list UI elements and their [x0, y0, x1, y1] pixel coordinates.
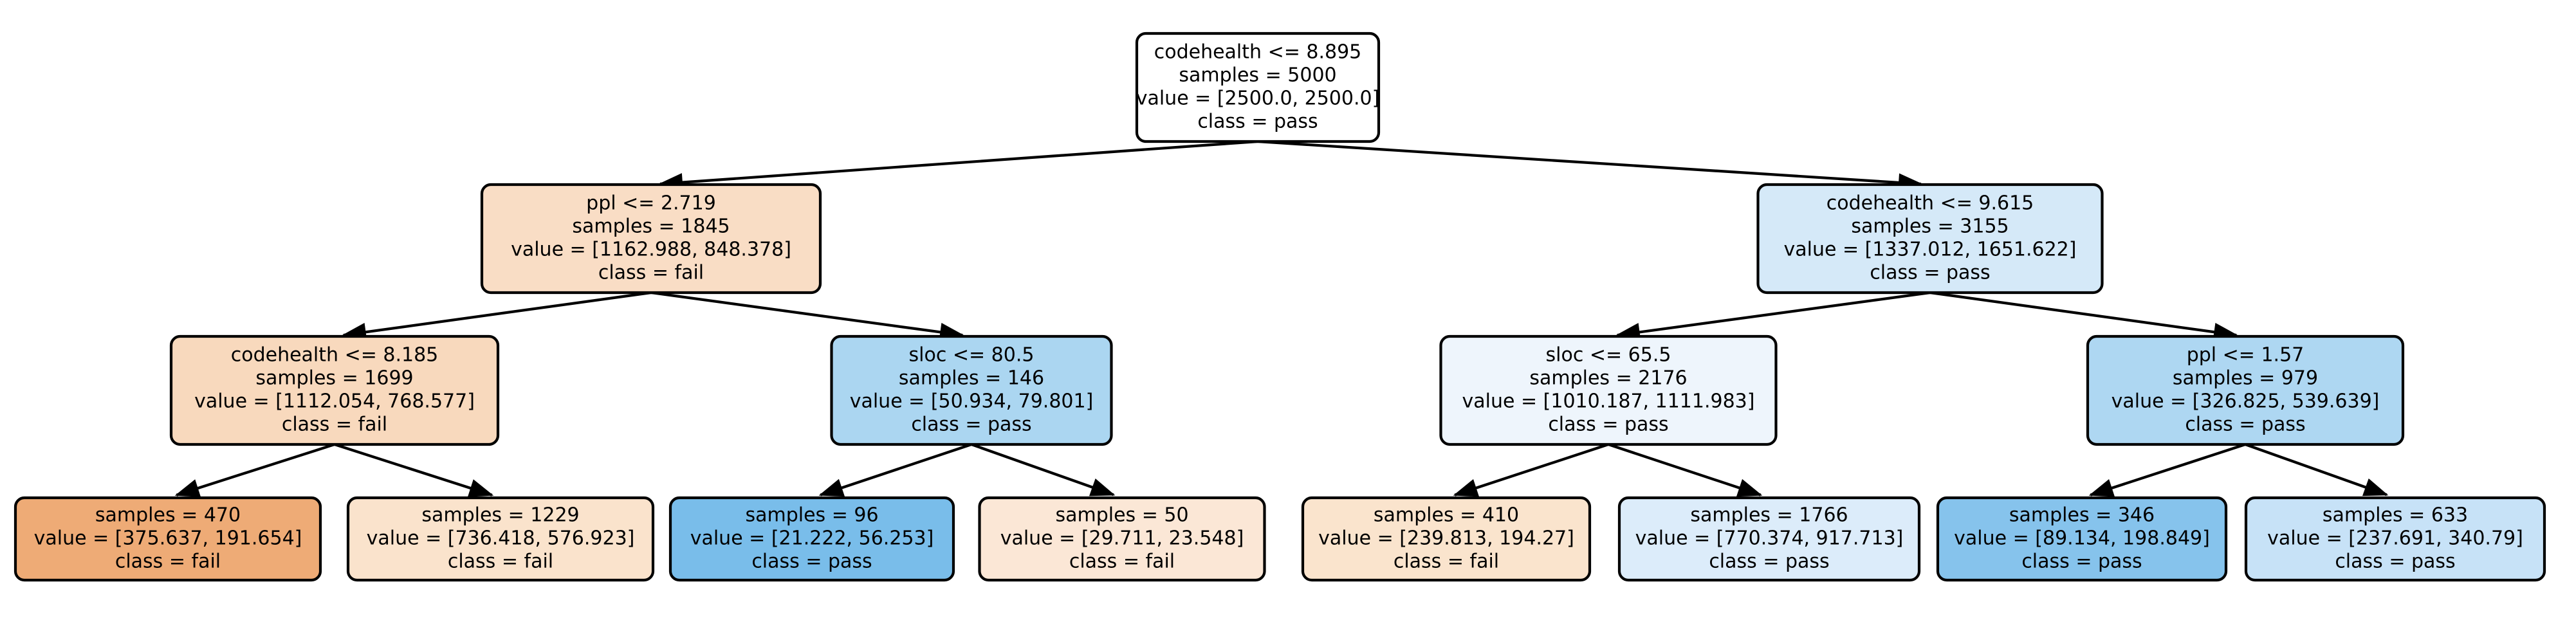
node-text-line: samples = 1229 [421, 504, 579, 527]
node-text-line: value = [89.134, 198.849] [1954, 527, 2210, 550]
node-box [169, 334, 500, 446]
node-text-line: codehealth <= 9.615 [1826, 192, 2034, 215]
tree-edge [1608, 443, 1763, 497]
node-text-line: codehealth <= 8.895 [1154, 41, 1362, 64]
node-text-line: value = [239.813, 194.27] [1318, 527, 1574, 550]
node-text-line: samples = 96 [745, 504, 878, 527]
node-text-line: samples = 1766 [1690, 504, 1848, 527]
node-text-line: value = [1112.054, 768.577] [194, 390, 475, 413]
node-box [480, 183, 822, 295]
node-text-line: samples = 1845 [572, 215, 730, 238]
node-text-line: value = [237.691, 340.79] [2267, 527, 2523, 550]
node-box [978, 496, 1266, 582]
node-text-line: class = fail [282, 414, 387, 436]
node-box [14, 496, 322, 582]
node-text-line: class = pass [751, 551, 872, 573]
node-box [346, 496, 655, 582]
node-text-line: samples = 633 [2323, 504, 2468, 527]
node-text-line: class = pass [1709, 551, 1829, 573]
node-text-line: class = fail [448, 551, 553, 573]
node-box [1301, 496, 1592, 582]
node-text-line: samples = 3155 [1851, 215, 2009, 238]
node-text-line: class = fail [115, 551, 221, 573]
node-text-line: value = [770.374, 917.713] [1635, 527, 1904, 550]
node-text-line: samples = 146 [899, 367, 1044, 390]
node-box [1756, 183, 2104, 295]
node-box [2086, 334, 2405, 446]
node-text-line: samples = 1699 [255, 367, 413, 390]
node-text-line: samples = 979 [2173, 367, 2318, 390]
node-box [830, 334, 1113, 446]
node-box [2244, 496, 2546, 582]
node-text-line: samples = 470 [95, 504, 241, 527]
node-text-line: class = pass [1870, 262, 1990, 284]
node-text-line: class = pass [1548, 414, 1668, 436]
node-text-line: samples = 5000 [1179, 64, 1336, 87]
node-text-line: class = fail [598, 262, 704, 284]
node-box [668, 496, 955, 582]
node-text-line: codehealth <= 8.185 [231, 344, 439, 367]
node-text-line: value = [326.825, 539.639] [2111, 390, 2380, 413]
node-text-line: value = [375.637, 191.654] [34, 527, 302, 550]
node-text-line: value = [1162.988, 848.378] [511, 239, 791, 261]
node-text-line: class = pass [2021, 551, 2142, 573]
node-text-line: value = [2500.0, 2500.0] [1136, 87, 1380, 110]
tree-edge [2245, 443, 2389, 497]
tree-edge [334, 443, 494, 497]
node-text-line: class = pass [2185, 414, 2305, 436]
node-text-line: sloc <= 80.5 [909, 344, 1035, 367]
node-text-line: class = pass [1197, 111, 1318, 133]
node-text-line: value = [1010.187, 1111.983] [1462, 390, 1755, 413]
node-text-line: class = pass [911, 414, 1031, 436]
node-text-line: value = [29.711, 23.548] [1000, 527, 1244, 550]
node-text-line: ppl <= 1.57 [2187, 344, 2305, 367]
node-box [1439, 334, 1778, 446]
node-text-line: samples = 50 [1055, 504, 1188, 527]
node-box [1936, 496, 2228, 582]
node-text-line: class = fail [1069, 551, 1175, 573]
node-text-line: value = [50.934, 79.801] [850, 390, 1094, 413]
node-text-line: sloc <= 65.5 [1546, 344, 1671, 367]
node-text-line: samples = 2176 [1529, 367, 1687, 390]
node-text-line: value = [1337.012, 1651.622] [1784, 239, 2077, 261]
node-text-line: samples = 346 [2009, 504, 2155, 527]
node-text-line: class = fail [1394, 551, 1499, 573]
tree-edge [174, 443, 335, 497]
node-text-line: value = [736.418, 576.923] [367, 527, 635, 550]
node-text-line: class = pass [2335, 551, 2455, 573]
node-box [1135, 32, 1381, 143]
tree-edge [1453, 443, 1609, 497]
node-text-line: value = [21.222, 56.253] [690, 527, 934, 550]
tree-edge [2088, 443, 2246, 497]
node-text-line: ppl <= 2.719 [586, 192, 716, 215]
tree-edge [971, 443, 1116, 497]
node-box [1617, 496, 1921, 582]
tree-edge [818, 443, 972, 497]
node-text-line: samples = 410 [1374, 504, 1519, 527]
